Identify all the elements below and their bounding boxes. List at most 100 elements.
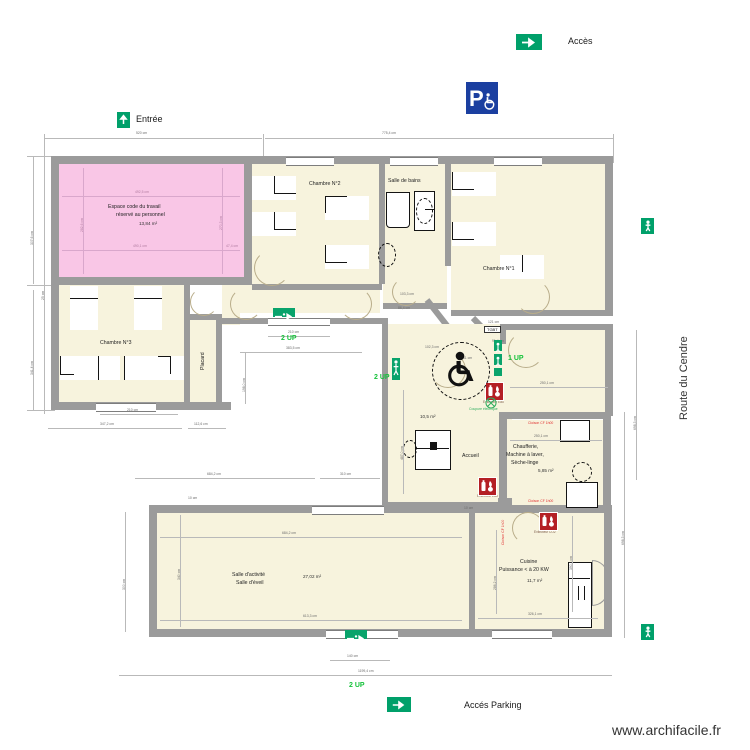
window-cuisine-bottom: [492, 630, 552, 639]
salle-h-line: [180, 515, 181, 627]
bathtub: [386, 192, 410, 228]
bed-ch3-d: [134, 308, 162, 330]
bed-ch3-e: [60, 356, 120, 380]
exit-runner-icon: [347, 634, 365, 643]
pink-dim-small: 47,4 cm: [226, 244, 239, 248]
pink-dim-bottom: 490,1 cm: [133, 244, 147, 248]
fire-extinguisher-icon: [488, 385, 500, 397]
door-arc-corr-1: [230, 288, 262, 320]
wall-chauff-top: [499, 412, 611, 419]
bed-ch2-c-line: [325, 196, 326, 213]
bot-mid-684-line: [135, 478, 315, 479]
cuisine-right-line: [572, 516, 573, 612]
accueil-desk-l2: [430, 442, 437, 450]
exit-runner-icon: [275, 312, 293, 321]
wall-pink-bottom: [51, 277, 252, 285]
label-chambre-1: Chambre N°1: [483, 266, 515, 272]
cuisine-hob-3: [584, 586, 585, 600]
label-accueil: Accueil: [462, 453, 479, 459]
center-dim-c: 121 cm: [488, 320, 500, 324]
left-bot-label: 300 cm: [122, 578, 126, 590]
bed-ch1-b-l: [452, 222, 453, 239]
corr-dim-2-label: 383,5 cm: [286, 346, 300, 350]
bed-ch2-d-line2: [325, 262, 347, 263]
label-espace-l1: Espace code du travail: [108, 204, 161, 210]
wall-right-upper: [605, 156, 613, 316]
street-label: Route du Cendre: [678, 336, 690, 420]
parking-disabled-icon: P: [469, 86, 495, 111]
cuisine-counter-l: [568, 578, 590, 579]
up-1: 1 UP: [508, 355, 524, 362]
bed-ch1-b: [452, 222, 496, 246]
bot-total-label: 1199,4 cm: [358, 669, 374, 673]
door-arc-ch1: [516, 280, 550, 314]
ext-line-l3: [27, 410, 55, 411]
center-dim-b: 86,4 cm: [398, 306, 411, 310]
pink-dim-left-line: [83, 168, 84, 274]
bot-mid-310-label: 310 cm: [340, 472, 352, 476]
dim-line-left-lower: [33, 290, 34, 410]
bed-ch3-b: [70, 308, 98, 330]
chauff-boiler: [560, 420, 590, 442]
center-dim-a: 103,3 cm: [400, 292, 414, 296]
label-cuisine-area: 11,7 m²: [527, 578, 543, 583]
inner-exit-sign-corridor: [273, 308, 295, 321]
acces-parking-label: Accés Parking: [464, 700, 522, 710]
bed-ch2-c-line2: [325, 196, 347, 197]
wall-entry-right: [605, 330, 613, 416]
corr-dim-1-label: 210 cm: [288, 330, 300, 334]
pink-dim-top: 492,5 cm: [135, 190, 149, 194]
wheelchair-icon: [448, 351, 474, 387]
corr-v-label: 198,0 cm: [242, 378, 246, 392]
bed-ch1-b-l2: [452, 239, 474, 240]
accueil-desk: [415, 430, 451, 470]
fire-extinguisher-icon: [542, 515, 554, 527]
exit-arrow-up-icon: [119, 114, 128, 124]
ext-line-t3: [613, 138, 614, 163]
fire-extinguisher-sign-2: [478, 477, 497, 496]
svg-text:P: P: [469, 86, 484, 111]
electrical-cut-icon: [485, 397, 497, 409]
up-2-mid: 2 UP: [281, 335, 297, 342]
dim-left-upper-label: 307,6 cm: [30, 231, 34, 245]
accueil-v-label: 487,0 cm: [400, 446, 404, 460]
acces-label: Accès: [568, 36, 593, 46]
pink-dim-right: 270,3 cm: [219, 216, 223, 230]
exit-runner-icon: [645, 626, 650, 638]
dim-top-right-label: 775,4 cm: [382, 131, 396, 135]
bed-ch3-f-l: [170, 356, 171, 374]
dim-line-top-left: [44, 138, 262, 139]
label-espace-l2: réservé au personnel: [116, 212, 165, 218]
right-tall-label: 698,3 cm: [621, 531, 625, 545]
door-arc-sdb: [392, 278, 420, 306]
bed-ch3-c: [134, 286, 162, 308]
cloison-cf-top: Cloison CF 1h00: [528, 421, 554, 425]
watermark: www.archifacile.fr: [612, 722, 721, 738]
exit-arrow-right-icon: [522, 36, 536, 48]
up-2-bottom: 2 UP: [349, 682, 365, 689]
ch3-total-line: [48, 428, 182, 429]
door-arc-placard: [190, 288, 218, 316]
extincteur-eau-2-label: Extincteur Eau: [477, 494, 498, 498]
dim-left-lower-label: 341,4 cm: [30, 361, 34, 375]
wall-sdb-right: [445, 156, 451, 266]
door-arc-ch2: [254, 250, 290, 286]
label-chaufferie-l3: Sèche-linge: [511, 460, 539, 466]
wall-placard-top: [184, 314, 222, 320]
ext-line-t2: [263, 138, 264, 163]
coupure-electrique-label: Coupure électrique: [469, 407, 498, 411]
exit-arrow-right-icon: [392, 699, 405, 710]
sink-oval-ch1: [416, 198, 433, 224]
dim-line-left-outer: [44, 156, 45, 414]
label-salle-activite-l2: Salle d'éveil: [236, 580, 264, 586]
salle-h-label: 340 cm: [177, 568, 181, 580]
bed-ch2-c: [325, 196, 369, 220]
bed-ch3-e-l: [60, 356, 61, 374]
inner-exit-sign-accueil-left: [392, 358, 400, 380]
corr-dim-2-line: [240, 352, 362, 353]
exit-runner-icon: [393, 360, 399, 376]
extincteur-eau-label: Extincteur Eau: [483, 400, 504, 404]
door-arc-entry: [508, 332, 544, 368]
room-espace-personnel: [59, 164, 244, 277]
wall-ch1-bottom: [451, 310, 613, 316]
